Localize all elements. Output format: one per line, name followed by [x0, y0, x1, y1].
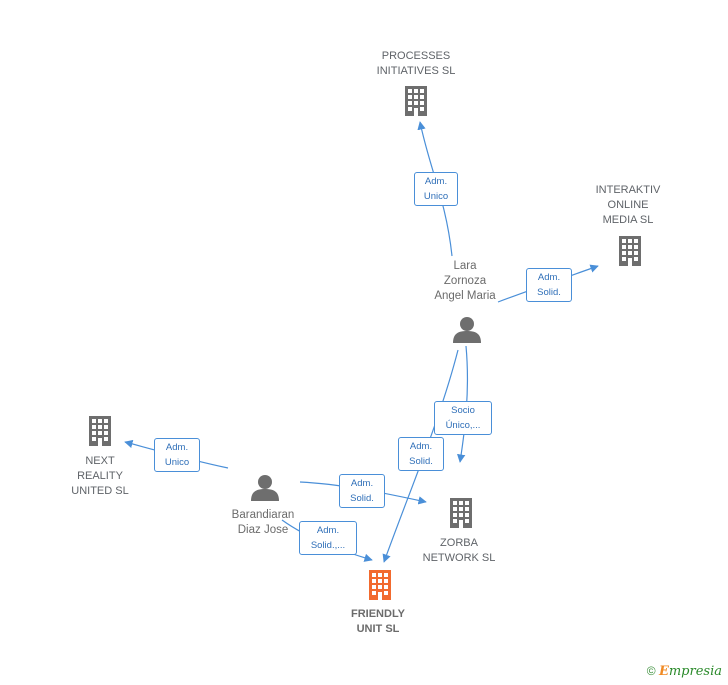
- brand-footer[interactable]: © Empresia: [647, 664, 722, 679]
- next-building-icon[interactable]: [89, 416, 111, 446]
- barandiaran-label[interactable]: Barandiaran Diaz Jose: [231, 509, 295, 536]
- zorba-label[interactable]: ZORBA NETWORK SL: [422, 537, 496, 564]
- edge-label-lara-friendly[interactable]: Adm. Solid.: [398, 437, 444, 471]
- lara-person-icon[interactable]: [453, 317, 481, 343]
- edge-label-barandiaran-zorba[interactable]: Adm. Solid.: [339, 474, 385, 508]
- processes-label[interactable]: PROCESSES INITIATIVES SL: [376, 50, 456, 77]
- friendly-label[interactable]: FRIENDLY UNIT SL: [351, 608, 405, 635]
- interaktiv-label[interactable]: INTERAKTIV ONLINE MEDIA SL: [595, 184, 661, 226]
- edge-label-lara-zorba[interactable]: Socio Único,...: [434, 401, 492, 435]
- edge-label-lara-interaktiv[interactable]: Adm. Solid.: [526, 268, 572, 302]
- copyright-symbol: ©: [646, 664, 656, 678]
- lara-label[interactable]: Lara Zornoza Angel Maria: [434, 260, 496, 302]
- empresia-logo: Empresia: [658, 664, 722, 679]
- edge-label-barandiaran-friendly[interactable]: Adm. Solid.,...: [299, 521, 357, 555]
- zorba-building-icon[interactable]: [450, 498, 472, 528]
- interaktiv-building-icon[interactable]: [619, 236, 641, 266]
- friendly-building-icon[interactable]: [369, 570, 391, 600]
- edge-label-lara-processes[interactable]: Adm. Unico: [414, 172, 458, 206]
- next-label[interactable]: NEXT REALITY UNITED SL: [71, 455, 129, 497]
- barandiaran-person-icon[interactable]: [251, 475, 279, 501]
- edge-label-barandiaran-next[interactable]: Adm. Unico: [154, 438, 200, 472]
- processes-building-icon[interactable]: [405, 86, 427, 116]
